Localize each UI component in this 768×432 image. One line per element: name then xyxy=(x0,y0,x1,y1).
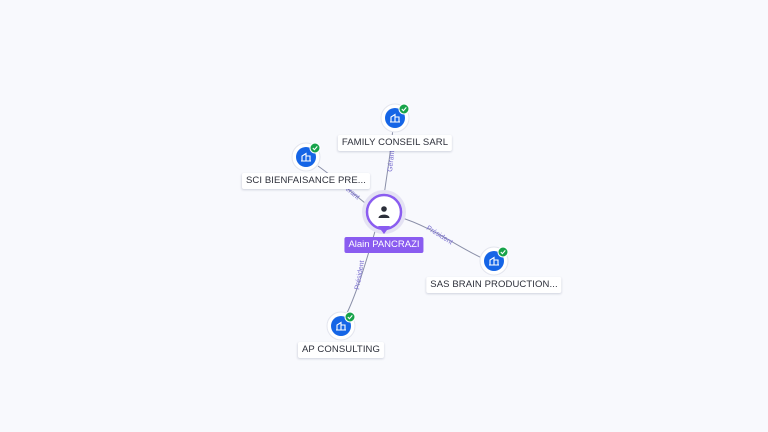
company-node-sas[interactable] xyxy=(479,246,509,276)
company-node-ap[interactable] xyxy=(326,311,356,341)
person-icon xyxy=(378,206,390,218)
building-icon xyxy=(489,256,499,266)
building-icon xyxy=(301,152,311,162)
check-badge-icon xyxy=(497,246,509,258)
company-label-family[interactable]: FAMILY CONSEIL SARL xyxy=(337,135,453,151)
company-label-sas[interactable]: SAS BRAIN PRODUCTION... xyxy=(426,277,562,293)
building-icon xyxy=(390,113,400,123)
edge-label-ap: Président xyxy=(354,260,366,290)
edge-label-family: Gérant xyxy=(387,150,396,172)
edge-label-sas: Président xyxy=(425,225,454,247)
person-node[interactable] xyxy=(362,190,406,234)
company-node-family[interactable] xyxy=(380,103,410,133)
check-badge-icon xyxy=(344,311,356,323)
check-badge-icon xyxy=(398,103,410,115)
person-label[interactable]: Alain PANCRAZI xyxy=(344,237,424,253)
company-label-ap[interactable]: AP CONSULTING xyxy=(297,342,385,358)
company-node-sci[interactable] xyxy=(291,142,321,172)
building-icon xyxy=(336,321,346,331)
check-badge-icon xyxy=(309,142,321,154)
company-label-sci[interactable]: SCI BIENFAISANCE PRE... xyxy=(241,173,371,189)
